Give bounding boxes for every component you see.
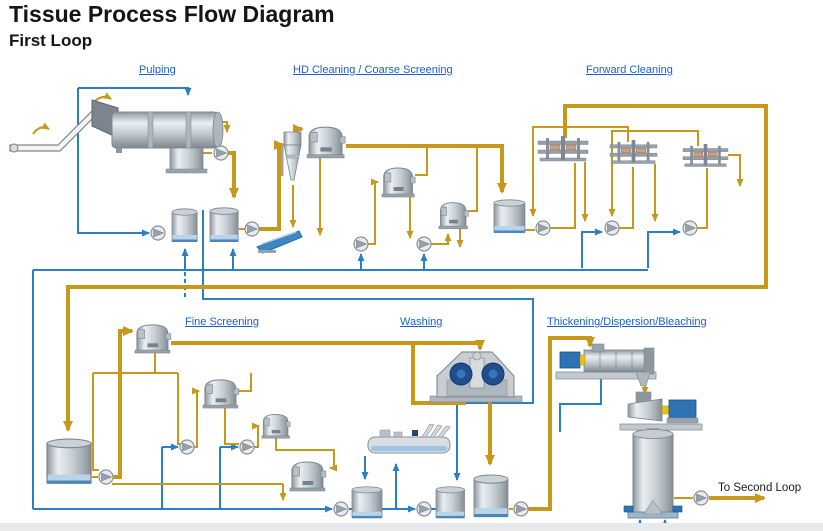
pump-icon: [213, 145, 229, 161]
coarse-screen-primary-icon: [306, 126, 346, 159]
pulp-lines: [63, 104, 768, 511]
pump-icon: [98, 469, 114, 485]
junk-trap-icon: [256, 230, 303, 254]
pump-icon: [604, 220, 620, 236]
pump-icon: [682, 220, 698, 236]
coarse-screen-tertiary-icon: [438, 202, 469, 230]
filtrate-tank-2-icon: [435, 486, 465, 519]
section-label-pulping[interactable]: Pulping: [139, 64, 176, 76]
drum-pulper-icon: [91, 99, 224, 174]
coarse-screen-secondary-icon: [381, 167, 416, 198]
section-label-hd-cleaning[interactable]: HD Cleaning / Coarse Screening: [293, 64, 453, 76]
bleaching-tower-icon: [623, 428, 683, 519]
pump-icon: [239, 439, 255, 455]
flotation-unit-icon: [367, 423, 451, 454]
screened-stock-chest-icon: [493, 199, 526, 234]
pump-icon: [416, 236, 432, 252]
disperser-icon: [619, 391, 703, 431]
section-label-thickening[interactable]: Thickening/Dispersion/Bleaching: [547, 316, 707, 328]
washer-icon: [429, 351, 523, 403]
cleaner-bank-primary-icon: [537, 135, 589, 162]
filtrate-tank-1-icon: [351, 486, 383, 519]
dilution-water-tank-icon: [171, 208, 198, 243]
dump-chest-icon: [209, 207, 239, 243]
hd-cleaner-cyclone-icon: [281, 131, 302, 181]
cleaner-bank-secondary-icon: [609, 139, 658, 164]
page-title: Tissue Process Flow Diagram: [9, 1, 335, 27]
pump-icon: [244, 221, 260, 237]
pump-icon: [513, 501, 529, 517]
fine-screening-feed-chest-icon: [46, 438, 92, 485]
section-label-washing[interactable]: Washing: [400, 316, 443, 328]
section-label-forward-cleaning[interactable]: Forward Cleaning: [586, 64, 673, 76]
pulper-discharge-chute: [169, 147, 204, 172]
reject-sorter-icon: [289, 461, 327, 492]
fine-screen-secondary-icon: [202, 379, 240, 409]
fine-screen-primary-icon: [134, 324, 172, 354]
pump-icon: [333, 501, 349, 517]
equipment-layer: [9, 92, 729, 519]
section-label-fine-screening[interactable]: Fine Screening: [185, 316, 259, 328]
pump-icon: [535, 220, 551, 236]
slide-bottom-edge: [0, 523, 823, 531]
pump-icon: [416, 501, 432, 517]
washed-stock-chest-icon: [473, 474, 509, 518]
screw-press-icon: [555, 343, 657, 387]
pump-icon: [179, 439, 195, 455]
pump-icon: [693, 490, 709, 506]
fine-screen-tertiary-icon: [261, 414, 291, 439]
page-subtitle: First Loop: [9, 31, 93, 50]
pump-icon: [150, 225, 166, 241]
pump-icon: [353, 236, 369, 252]
cleaner-bank-tertiary-icon: [682, 143, 729, 167]
pumps-layer: [98, 145, 709, 517]
to-second-loop-label: To Second Loop: [718, 482, 802, 494]
